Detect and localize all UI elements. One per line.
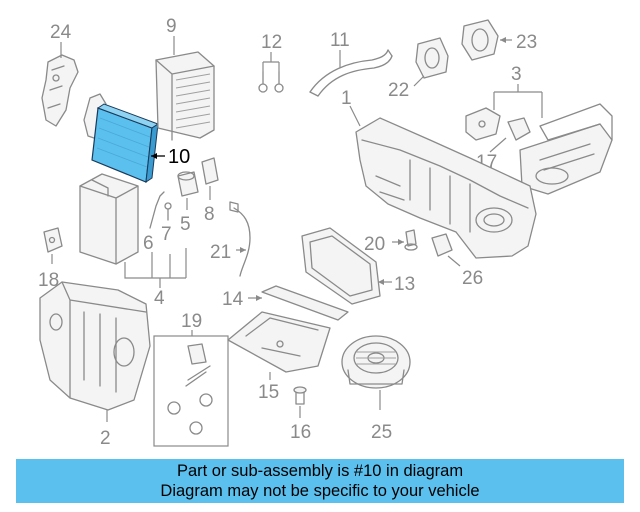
callout-15: 15 — [258, 382, 279, 403]
callout-1: 1 — [341, 88, 352, 109]
part-3-duct[interactable] — [519, 103, 613, 195]
callout-9: 9 — [166, 16, 177, 37]
part-25-blower-motor[interactable] — [341, 335, 411, 389]
callout-20: 20 — [364, 234, 385, 255]
callout-2: 2 — [100, 428, 111, 449]
caption-line-1: Part or sub-assembly is #10 in diagram — [176, 462, 464, 480]
callout-14: 14 — [222, 289, 244, 310]
part-18-bracket[interactable] — [43, 227, 63, 253]
callout-23: 23 — [516, 32, 537, 53]
part-10-heater-core[interactable] — [83, 93, 160, 184]
part-11-refrigerant-pipes[interactable] — [309, 49, 393, 97]
part-7-plug[interactable] — [164, 202, 172, 221]
callout-18: 18 — [38, 270, 59, 291]
part-4-evaporator[interactable] — [79, 173, 139, 265]
part-14-seal-strip[interactable] — [261, 285, 349, 321]
callout-26: 26 — [462, 268, 483, 289]
part-5-sensor[interactable] — [177, 171, 199, 197]
callout-12: 12 — [261, 32, 282, 53]
part-15-cover-plate[interactable] — [227, 311, 331, 373]
callout-3: 3 — [511, 64, 522, 85]
part-26-resistor[interactable] — [431, 233, 453, 257]
part-19-connector-kit[interactable] — [167, 343, 213, 435]
parts-diagram: 24 10 9 12 11 22 — [38, 16, 613, 449]
callout-11: 11 — [330, 30, 350, 51]
callout-5: 5 — [180, 214, 191, 235]
part-16-screw[interactable] — [293, 386, 307, 405]
callout-21: 21 — [210, 242, 231, 263]
part-2-lower-housing[interactable] — [39, 281, 151, 411]
callout-25: 25 — [371, 422, 392, 443]
part-20-valve[interactable] — [404, 229, 418, 251]
part-8-temp-sensor[interactable] — [201, 157, 219, 185]
part-17-actuator[interactable] — [507, 117, 531, 141]
part-19-kit-frame — [153, 335, 229, 447]
callout-13: 13 — [394, 274, 415, 295]
callout-4: 4 — [154, 288, 165, 309]
part-9-cabin-filter[interactable] — [155, 51, 215, 141]
callout-6: 6 — [143, 233, 154, 254]
part-1-hvac-housing[interactable] — [355, 117, 537, 259]
part-3-actuator-a[interactable] — [465, 107, 501, 141]
part-6-sensor[interactable] — [149, 191, 165, 229]
callout-16: 16 — [290, 422, 311, 443]
part-23-seal[interactable] — [461, 19, 499, 61]
part-13-filter-frame[interactable] — [301, 227, 381, 305]
part-22-gasket[interactable] — [415, 37, 449, 79]
part-21-drain-hose[interactable] — [229, 201, 251, 277]
caption-bar: Part or sub-assembly is #10 in diagram D… — [16, 459, 624, 503]
caption-line-2: Diagram may not be specific to your vehi… — [160, 482, 480, 500]
callout-8: 8 — [204, 204, 215, 225]
part-12-clips[interactable] — [258, 71, 284, 93]
callout-10: 10 — [168, 146, 190, 168]
callout-22: 22 — [388, 80, 409, 101]
callout-24: 24 — [50, 22, 72, 43]
callout-7: 7 — [161, 224, 172, 245]
callout-19: 19 — [181, 311, 202, 332]
part-24-bracket[interactable] — [41, 54, 79, 127]
